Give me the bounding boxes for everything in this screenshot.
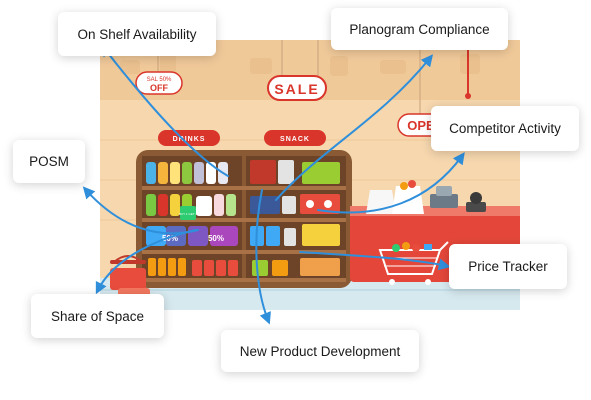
label-planogram-compliance: Planogram Compliance <box>331 8 508 50</box>
shopping-bags <box>366 180 424 214</box>
hanging-rod <box>465 44 471 99</box>
promo-50-right: 50% <box>208 234 224 243</box>
label-competitor-activity: Competitor Activity <box>431 106 579 151</box>
snack-row-2 <box>250 194 340 214</box>
open-sign-text: OPE <box>407 118 435 133</box>
arrow-planogram <box>275 54 434 201</box>
arrow-share <box>95 229 197 295</box>
sale-tag: SAL 50% OFF <box>135 44 183 95</box>
snack-sign-text: SNACK <box>280 136 310 143</box>
promo-50-left: 50% <box>162 234 178 243</box>
sale-sign: SALE <box>267 40 327 101</box>
snack-row-1 <box>250 160 340 184</box>
snack-sign: SNACK <box>264 130 326 146</box>
sale-sign-text: SALE <box>274 81 319 97</box>
snack-row-4 <box>252 258 340 276</box>
arrow-price <box>299 251 451 271</box>
label-price-tracker: Price Tracker <box>449 244 567 289</box>
arrow-competitor <box>317 152 465 214</box>
label-posm: POSM <box>13 140 85 183</box>
drinks-row-4 <box>148 258 238 276</box>
shopping-cart <box>378 241 449 285</box>
drinks-row-3: 50% 50% <box>146 226 238 246</box>
label-share-of-space: Share of Space <box>31 294 164 338</box>
arrow-on-shelf <box>101 44 229 177</box>
arrows <box>82 44 465 325</box>
drinks-row-1 <box>146 162 228 184</box>
arrow-npd <box>255 189 271 325</box>
sale-tag-line1: SAL 50% <box>147 77 172 83</box>
label-on-shelf-availability: On Shelf Availability <box>58 12 216 56</box>
buy-get-text: BUY 1 GET 1 <box>179 212 197 216</box>
buy-get-tag: BUY 1 GET 1 <box>179 206 197 220</box>
drinks-sign: DRINKS <box>158 130 220 146</box>
drinks-sign-text: DRINKS <box>173 136 206 143</box>
label-new-product-development: New Product Development <box>221 330 419 372</box>
sale-tag-line2: OFF <box>150 83 168 93</box>
shelf-unit: 50% 50% <box>136 150 352 288</box>
